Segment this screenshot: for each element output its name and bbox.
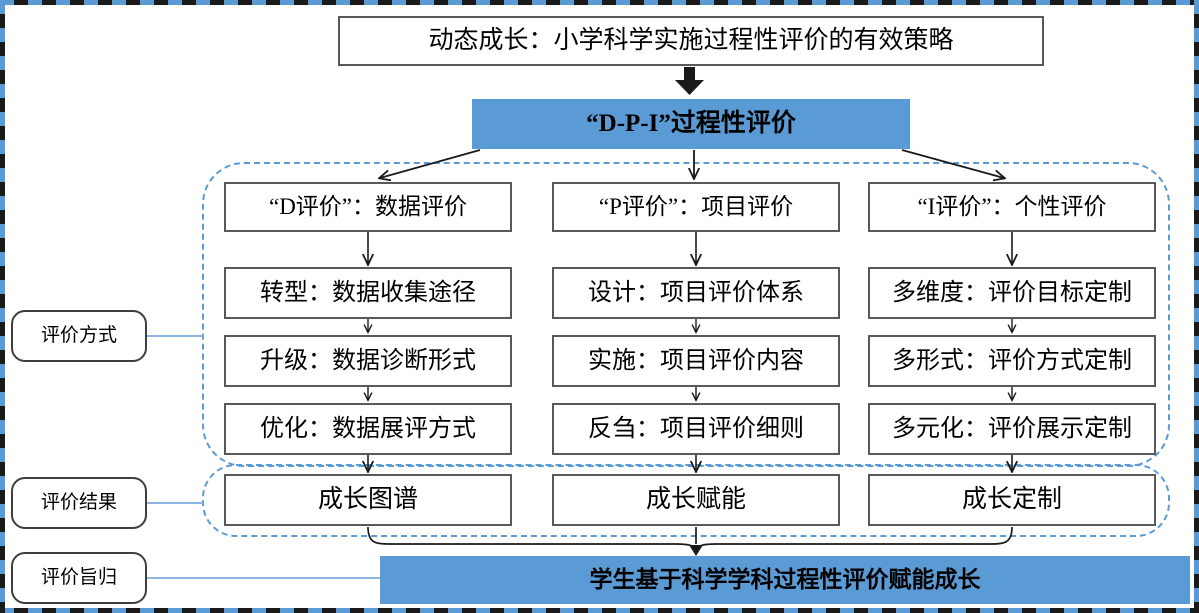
column-i-step-2: 多形式：评价方式定制 — [868, 335, 1156, 387]
leader-line-result — [147, 502, 203, 504]
column-header-i: “I评价”：个性评价 — [868, 182, 1156, 232]
side-label-method: 评价方式 — [11, 310, 147, 362]
column-d-step-2: 升级：数据诊断形式 — [224, 335, 512, 387]
column-p-result: 成长赋能 — [552, 474, 840, 526]
column-d-step-3: 优化：数据展评方式 — [224, 403, 512, 455]
merge-brace-icon — [367, 526, 1013, 556]
fan-arrow-icon-right — [901, 149, 1004, 178]
column-i-result: 成长定制 — [868, 474, 1156, 526]
column-i-step-1: 多维度：评价目标定制 — [868, 267, 1156, 319]
page-title: 动态成长：小学科学实施过程性评价的有效策略 — [338, 16, 1044, 66]
marquee-right-edge — [1194, 0, 1199, 613]
down-arrow-icon-title-to-model — [675, 67, 704, 95]
column-header-p: “P评价”：项目评价 — [552, 182, 840, 232]
column-d-result: 成长图谱 — [224, 474, 512, 526]
fan-arrow-icon-left — [380, 149, 481, 178]
column-p-step-1: 设计：项目评价体系 — [552, 267, 840, 319]
side-label-result: 评价结果 — [11, 477, 147, 529]
marquee-bottom-edge — [0, 608, 1199, 613]
model-header-banner: “D-P-I”过程性评价 — [472, 99, 910, 149]
side-label-purpose: 评价旨归 — [11, 552, 147, 604]
leader-line-method — [147, 335, 203, 337]
column-d-step-1: 转型：数据收集途径 — [224, 267, 512, 319]
marquee-left-edge — [0, 0, 5, 613]
marquee-top-edge — [0, 0, 1199, 5]
leader-line-purpose — [147, 577, 492, 579]
column-header-d: “D评价”：数据评价 — [224, 182, 512, 232]
column-p-step-2: 实施：项目评价内容 — [552, 335, 840, 387]
footer-banner: 学生基于科学学科过程性评价赋能成长 — [380, 556, 1190, 604]
column-p-step-3: 反刍：项目评价细则 — [552, 403, 840, 455]
column-i-step-3: 多元化：评价展示定制 — [868, 403, 1156, 455]
